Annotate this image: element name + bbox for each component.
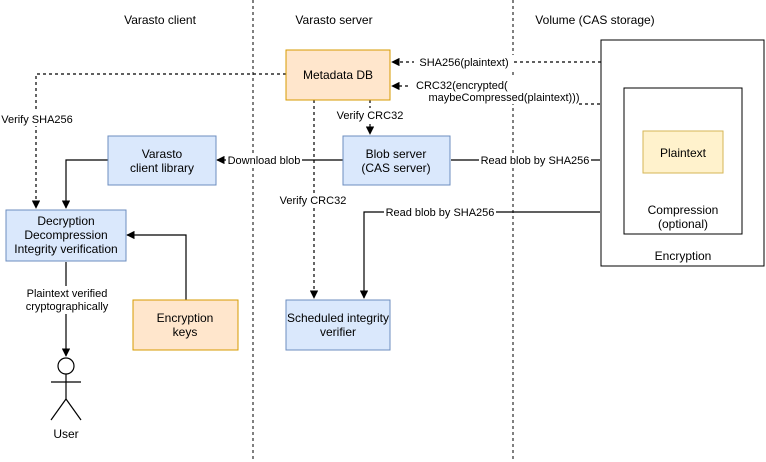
edge-library-to-decryption — [61, 159, 108, 209]
client-library-label-line2: client library — [130, 161, 194, 175]
node-metadata-db: Metadata DB — [285, 49, 391, 101]
heading-server: Varasto server — [295, 13, 372, 27]
label-verify-sha256: Verify SHA256 — [1, 114, 73, 126]
client-library-label-line1: Varasto — [142, 147, 183, 161]
node-plaintext: Plaintext — [642, 130, 724, 174]
node-encryption-keys: Encryption keys — [132, 299, 239, 351]
user-actor-icon — [50, 357, 82, 421]
decryption-label-line1: Decryption — [37, 214, 94, 228]
label-plaintext-verified-line2: cryptographically — [26, 301, 109, 313]
encryption-keys-label-line1: Encryption — [157, 311, 214, 325]
compression-label-line2: (optional) — [658, 217, 708, 231]
label-plaintext-verified-line1: Plaintext verified — [27, 288, 108, 300]
metadata-db-label: Metadata DB — [303, 68, 373, 82]
blob-server-label-line1: Blob server — [366, 147, 427, 161]
decryption-label-line3: Integrity verification — [14, 242, 117, 256]
label-read-blob-2: Read blob by SHA256 — [386, 207, 495, 219]
node-decryption: Decryption Decompression Integrity verif… — [5, 209, 127, 262]
encryption-keys-label-line2: keys — [173, 325, 198, 339]
node-scheduled-verifier: Scheduled integrity verifier — [285, 299, 391, 351]
edge-keys-to-decryption — [126, 230, 187, 300]
heading-client: Varasto client — [124, 13, 196, 27]
plaintext-label: Plaintext — [660, 146, 707, 160]
label-crc32-line1: CRC32(encrypted( — [416, 80, 508, 92]
scheduled-verifier-label-line2: verifier — [320, 325, 356, 339]
encryption-label: Encryption — [655, 249, 712, 263]
decryption-label-line2: Decompression — [24, 228, 107, 242]
label-verify-crc32-mid: Verify CRC32 — [280, 195, 347, 207]
edge-read-blob-2 — [359, 211, 600, 299]
label-verify-crc32-top: Verify CRC32 — [337, 110, 404, 122]
node-client-library: Varasto client library — [107, 135, 217, 186]
label-download-blob: Download blob — [228, 155, 301, 167]
label-read-blob-1: Read blob by SHA256 — [481, 155, 590, 167]
node-blob-server: Blob server (CAS server) — [342, 135, 451, 186]
user-label: User — [53, 427, 78, 441]
label-sha256-plaintext: SHA256(plaintext) — [419, 57, 508, 69]
heading-volume: Volume (CAS storage) — [535, 13, 654, 27]
scheduled-verifier-label-line1: Scheduled integrity — [287, 311, 389, 325]
compression-label-line1: Compression — [648, 203, 719, 217]
label-crc32-line2: maybeCompressed(plaintext))) — [429, 92, 580, 104]
blob-server-label-line2: (CAS server) — [361, 161, 430, 175]
